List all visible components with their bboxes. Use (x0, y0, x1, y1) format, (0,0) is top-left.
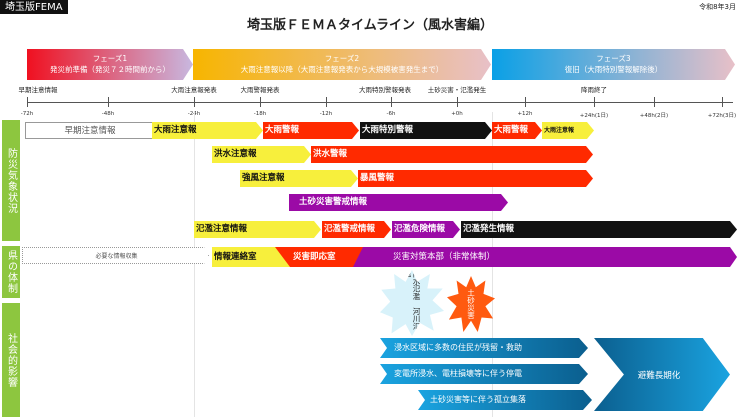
bar-flood-advisory: 洪水注意報 (212, 146, 311, 163)
section-prefecture: 県の体制 (2, 246, 20, 298)
phase-desc: 発災前準備（発災７２時間前から） (50, 65, 170, 74)
event-label: 土砂災害・氾濫発生 (427, 86, 487, 94)
bar-river-flood: 氾濫発生情報 (461, 221, 737, 238)
axis-tick (525, 97, 526, 107)
event-label: 大雨特別警報発表 (359, 86, 411, 94)
axis-tick (722, 97, 723, 107)
axis-tick-label: -12h (319, 111, 333, 117)
impact-power-outage: 変電所浸水、電柱損壊等に伴う停電 (380, 364, 588, 384)
phase-name: フェーズ3 (596, 54, 631, 63)
phase-name: フェーズ1 (92, 54, 128, 63)
bar-storm-warning: 暴風警報 (358, 170, 593, 187)
bar-info-gathering: 必要な情報収集 (22, 247, 209, 264)
phase-2: フェーズ2 大雨注意報以降（大雨注意報発表から大規模被害発生まで） (193, 49, 491, 80)
phase-1: フェーズ1 発災前準備（発災７２時間前から） (27, 49, 193, 80)
bar-heavy-rain-advisory-2: 大雨注意報 (542, 122, 594, 139)
bar-landslide-alert: 土砂災害警戒情報 (289, 194, 508, 211)
flood-starburst: 内水氾濫 河川氾濫 (380, 270, 444, 336)
bar-disaster-hq: 災害対策本部（非常体制） (353, 247, 737, 267)
axis-tick-label: -6h (386, 111, 396, 117)
axis-tick-label: -48h (101, 111, 115, 117)
time-axis (27, 102, 733, 103)
axis-tick (326, 97, 327, 107)
bar-early-info: 早期注意情報 (25, 122, 153, 139)
section-weather: 防災気象状況 (2, 120, 20, 241)
axis-tick-label: +12h (517, 111, 533, 117)
impact-prolonged-evacuation: 避難長期化 (594, 338, 730, 411)
impact-rescue: 浸水区域に多数の住民が残留・救助 (380, 338, 588, 358)
app-tag: 埼玉版FEMA (0, 0, 68, 14)
grid-line (194, 112, 195, 417)
axis-tick-label: -72h (20, 111, 34, 117)
event-label: 早期注意情報 (18, 86, 58, 94)
phase-desc: 大雨注意報以降（大雨注意報発表から大規模被害発生まで） (240, 65, 444, 74)
date: 令和8年3月 (699, 3, 736, 11)
axis-tick (457, 97, 458, 107)
axis-tick-label: -18h (253, 111, 267, 117)
axis-tick-label: +24h(1日) (579, 113, 609, 119)
bar-heavy-rain-warning-2: 大雨警報 (492, 122, 542, 139)
phase-3: フェーズ3 復旧（大雨特別警報解除後） (492, 49, 735, 80)
phase-name: フェーズ2 (324, 54, 360, 63)
section-social: 社会的影響 (2, 303, 20, 417)
axis-tick (27, 97, 28, 107)
impact-isolated-villages: 土砂災害等に伴う孤立集落 (418, 390, 592, 410)
event-label: 降雨終了 (581, 86, 607, 94)
axis-tick (654, 97, 655, 107)
axis-tick (391, 97, 392, 107)
bar-river-warning: 氾濫警戒情報 (322, 221, 391, 238)
bar-river-danger: 氾濫危険情報 (392, 221, 460, 238)
bar-river-advisory: 氾濫注意情報 (194, 221, 321, 238)
bar-heavy-rain-warning: 大雨警報 (263, 122, 359, 139)
axis-tick-label: +72h(3日) (707, 113, 737, 119)
event-label: 大雨警報発表 (240, 86, 280, 94)
axis-tick (194, 97, 195, 107)
bar-flood-warning: 洪水警報 (311, 146, 593, 163)
bar-heavy-rain-advisory: 大雨注意報 (152, 122, 263, 139)
event-label: 大雨注意報発表 (171, 86, 217, 94)
page-title: 埼玉版ＦＥＭＡタイムライン（風水害編） (246, 18, 494, 33)
bar-heavy-rain-emergency: 大雨特別警報 (360, 122, 492, 139)
axis-tick (260, 97, 261, 107)
axis-tick (108, 97, 109, 107)
landslide-starburst: 土砂災害 (447, 276, 495, 332)
bar-info-liaison-room: 情報連絡室 (212, 247, 292, 267)
axis-tick-label: +0h (451, 111, 463, 117)
axis-tick (594, 97, 595, 107)
bar-wind-advisory: 強風注意報 (240, 170, 358, 187)
bar-disaster-response-room: 災害即応室 (275, 247, 365, 267)
axis-tick-label: +48h(2日) (639, 113, 669, 119)
phase-desc: 復旧（大雨特別警報解除後） (564, 65, 663, 74)
